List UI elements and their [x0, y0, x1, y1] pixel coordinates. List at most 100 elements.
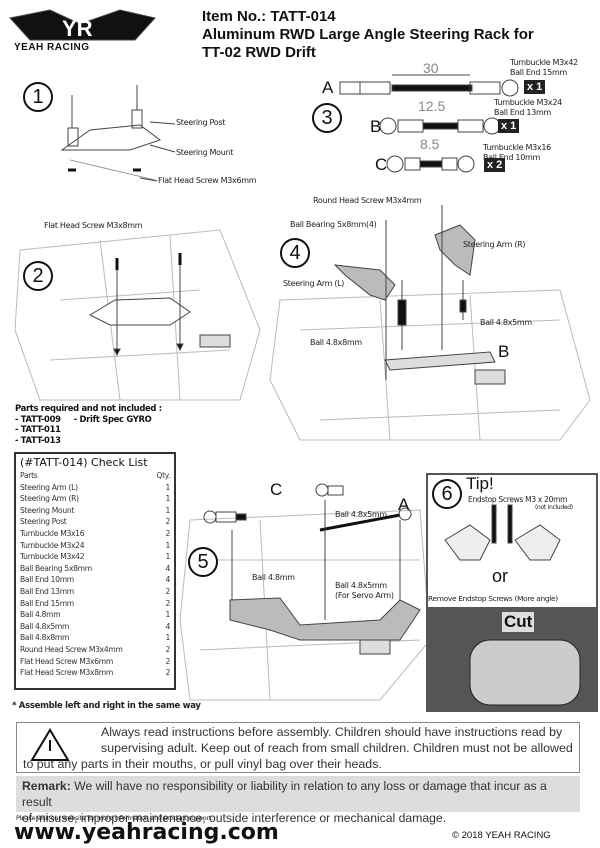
part-qty: 1	[165, 540, 170, 550]
required-item: - TATT-009	[15, 413, 61, 424]
part-name: Steering Mount	[20, 505, 75, 515]
part-name: Turnbuckle M3x16	[20, 528, 85, 538]
remark-label: Remark:	[22, 779, 71, 793]
check-list-row: Steering Post 2	[20, 516, 170, 528]
col-qty-header: Qty.	[156, 471, 170, 480]
part-name: Ball 4.8mm	[20, 610, 61, 620]
step-1-badge: 1	[23, 82, 53, 112]
steering-post-label: Steering Post	[176, 118, 226, 127]
tip-label: Tip!	[466, 474, 494, 493]
check-list-row: Turnbuckle M3x42 1	[20, 551, 170, 563]
part-qty: 1	[165, 610, 170, 620]
turnbuckle-a-label: Turnbuckle M3x42	[510, 58, 578, 67]
turnbuckle-a-letter: A	[322, 78, 334, 97]
parts-not-included-title: Parts required and not included :	[15, 403, 162, 413]
remark-text: of misuse, improper maintenance, outside…	[22, 811, 447, 825]
ball-end-a-label: Ball End 15mm	[510, 68, 567, 77]
step5-c-letter: C	[270, 480, 283, 499]
part-qty: 2	[165, 586, 170, 596]
warning-line: supervising adult. Keep out of reach fro…	[101, 741, 573, 755]
logo-brand: YEAH RACING	[14, 42, 90, 53]
product-title-line1: Aluminum RWD Large Angle Steering Rack f…	[202, 26, 534, 43]
part-name: Steering Arm (R)	[20, 494, 79, 504]
ball-4.8x8-label: Ball 4.8x8mm	[310, 338, 362, 347]
required-item: - Drift Spec GYRO	[73, 413, 152, 424]
step-6-badge: 6	[432, 479, 462, 509]
part-name: Ball 4.8x8mm	[20, 633, 70, 643]
check-list-row: Turnbuckle M3x24 1	[20, 540, 170, 552]
warning-line: to put any parts in their mouths, or pul…	[23, 757, 382, 771]
part-qty: 2	[165, 517, 170, 527]
ball-servo-label: Ball 4.8x5mm	[335, 581, 387, 590]
flat-head-screw-m3x8-label: Flat Head Screw M3x8mm	[44, 221, 143, 230]
qty-a-badge: x 1	[524, 80, 546, 94]
steering-arm-r-label: Steering Arm (R)	[463, 240, 526, 249]
logo-icon: YR	[9, 9, 156, 41]
step-4-badge: 4	[280, 238, 310, 268]
part-name: Ball End 13mm	[20, 586, 74, 596]
ball-4.8x5-label: Ball 4.8x5mm	[480, 318, 532, 327]
assembly-note: * Assemble left and right in the same wa…	[12, 701, 201, 711]
step-3-badge: 3	[312, 103, 342, 133]
part-qty: 1	[165, 552, 170, 562]
required-item: - TATT-011	[15, 424, 61, 434]
part-qty: 1	[165, 505, 170, 515]
copyright: © 2018 YEAH RACING	[452, 830, 551, 841]
steering-arm-l-label: Steering Arm (L)	[283, 279, 345, 288]
qty-c-badge: x 2	[484, 158, 506, 172]
part-name: Ball 4.8x5mm	[20, 621, 70, 631]
step5-a-letter: A	[398, 495, 410, 514]
flat-head-screw-label: Flat Head Screw M3x6mm	[158, 176, 257, 185]
check-list-row: Steering Mount 1	[20, 505, 170, 517]
part-qty: 2	[165, 668, 170, 678]
part-name: Round Head Screw M3x4mm	[20, 644, 123, 654]
turnbuckle-c-label: Turnbuckle M3x16	[483, 143, 551, 152]
or-label: or	[492, 566, 509, 586]
website-url[interactable]: www.yeahracing.com	[14, 820, 279, 845]
product-title-line2: TT-02 RWD Drift	[202, 44, 316, 61]
warning-line: Always read instructions before assembly…	[101, 725, 563, 739]
qty-b-badge: x 1	[498, 119, 520, 133]
part-name: Turnbuckle M3x42	[20, 552, 85, 562]
check-list-row: Ball 4.8mm 1	[20, 609, 170, 621]
round-head-screw-label: Round Head Screw M3x4mm	[313, 196, 422, 205]
remark-text: We will have no responsibility or liabil…	[22, 779, 547, 809]
ball-end-b-label: Ball End 13mm	[494, 108, 551, 117]
warning-box: Always read instructions before assembly…	[16, 722, 580, 773]
step-6-tip-box	[426, 473, 598, 712]
part-name: Turnbuckle M3x24	[20, 540, 85, 550]
check-list-row: Ball End 13mm 2	[20, 586, 170, 598]
part-name: Flat Head Screw M3x6mm	[20, 656, 113, 666]
step-2-badge: 2	[23, 261, 53, 291]
part-qty: 2	[165, 656, 170, 666]
col-parts-header: Parts	[20, 471, 38, 480]
part-qty: 1	[165, 633, 170, 643]
step4-drawing	[333, 205, 506, 385]
length-b: 12.5	[418, 98, 446, 114]
step2-drawing	[88, 253, 231, 357]
warning-triangle-icon	[30, 728, 70, 761]
steering-mount-label: Steering Mount	[176, 148, 234, 157]
ball-bearing-label: Ball Bearing 5x8mm(4)	[290, 220, 377, 229]
check-list-row: Ball 4.8x8mm 1	[20, 632, 170, 644]
check-list-row: Steering Arm (R)1	[20, 493, 170, 505]
remark-box: Remark: We will have no responsibility o…	[16, 776, 580, 825]
part-qty: 4	[165, 621, 170, 631]
part-name: Steering Post	[20, 517, 67, 527]
required-item: - TATT-013	[15, 434, 61, 445]
step5-drawing	[203, 483, 421, 655]
part-name: Ball End 15mm	[20, 598, 74, 608]
step-5-badge: 5	[188, 547, 218, 577]
check-list-row: Steering Arm (L)1	[20, 482, 170, 494]
turnbuckle-b-label: Turnbuckle M3x24	[494, 98, 562, 107]
step3-turnbuckles	[339, 74, 519, 173]
part-qty: 1	[165, 482, 170, 492]
part-name: Ball End 10mm	[20, 575, 74, 585]
visit-text: Please visit our website for more inform…	[16, 814, 213, 822]
